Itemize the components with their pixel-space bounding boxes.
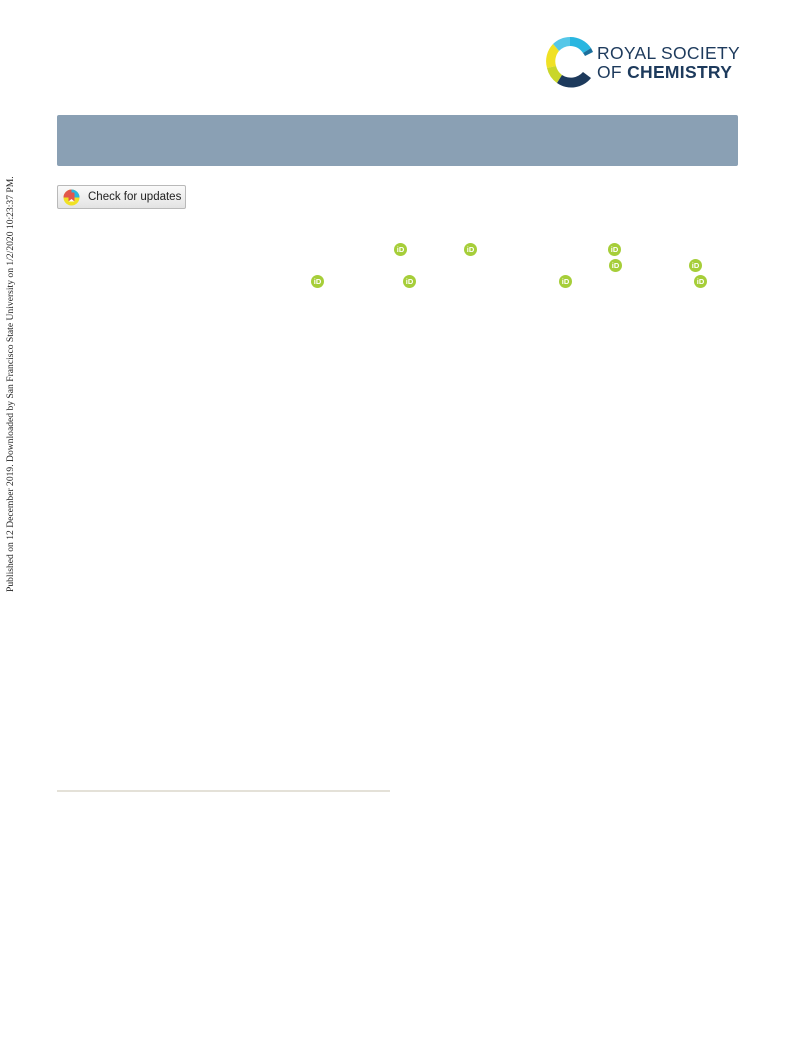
journal-banner [57,115,738,166]
orcid-icon[interactable]: iD [559,275,572,288]
orcid-icon[interactable]: iD [689,259,702,272]
orcid-icon[interactable]: iD [609,259,622,272]
orcid-icon[interactable]: iD [394,243,407,256]
rsc-logo-icon [546,36,593,88]
rsc-logo: ROYAL SOCIETY OF CHEMISTRY [545,34,745,92]
orcid-icon[interactable]: iD [694,275,707,288]
download-notice: Published on 12 December 2019. Downloade… [5,176,20,636]
crossmark-icon [63,189,80,206]
orcid-icon[interactable]: iD [464,243,477,256]
check-for-updates-button[interactable]: Check for updates [57,185,186,209]
orcid-icon[interactable]: iD [608,243,621,256]
logo-line-2-prefix: OF [597,62,622,82]
orcid-icon[interactable]: iD [311,275,324,288]
check-for-updates-label: Check for updates [88,191,182,203]
footnote-divider [57,790,390,792]
logo-line-2: OF CHEMISTRY [597,63,732,81]
logo-line-2-bold: CHEMISTRY [627,62,733,82]
download-notice-text: Published on 12 December 2019. Downloade… [5,176,16,592]
logo-line-1: ROYAL SOCIETY [597,43,740,63]
orcid-icon[interactable]: iD [403,275,416,288]
